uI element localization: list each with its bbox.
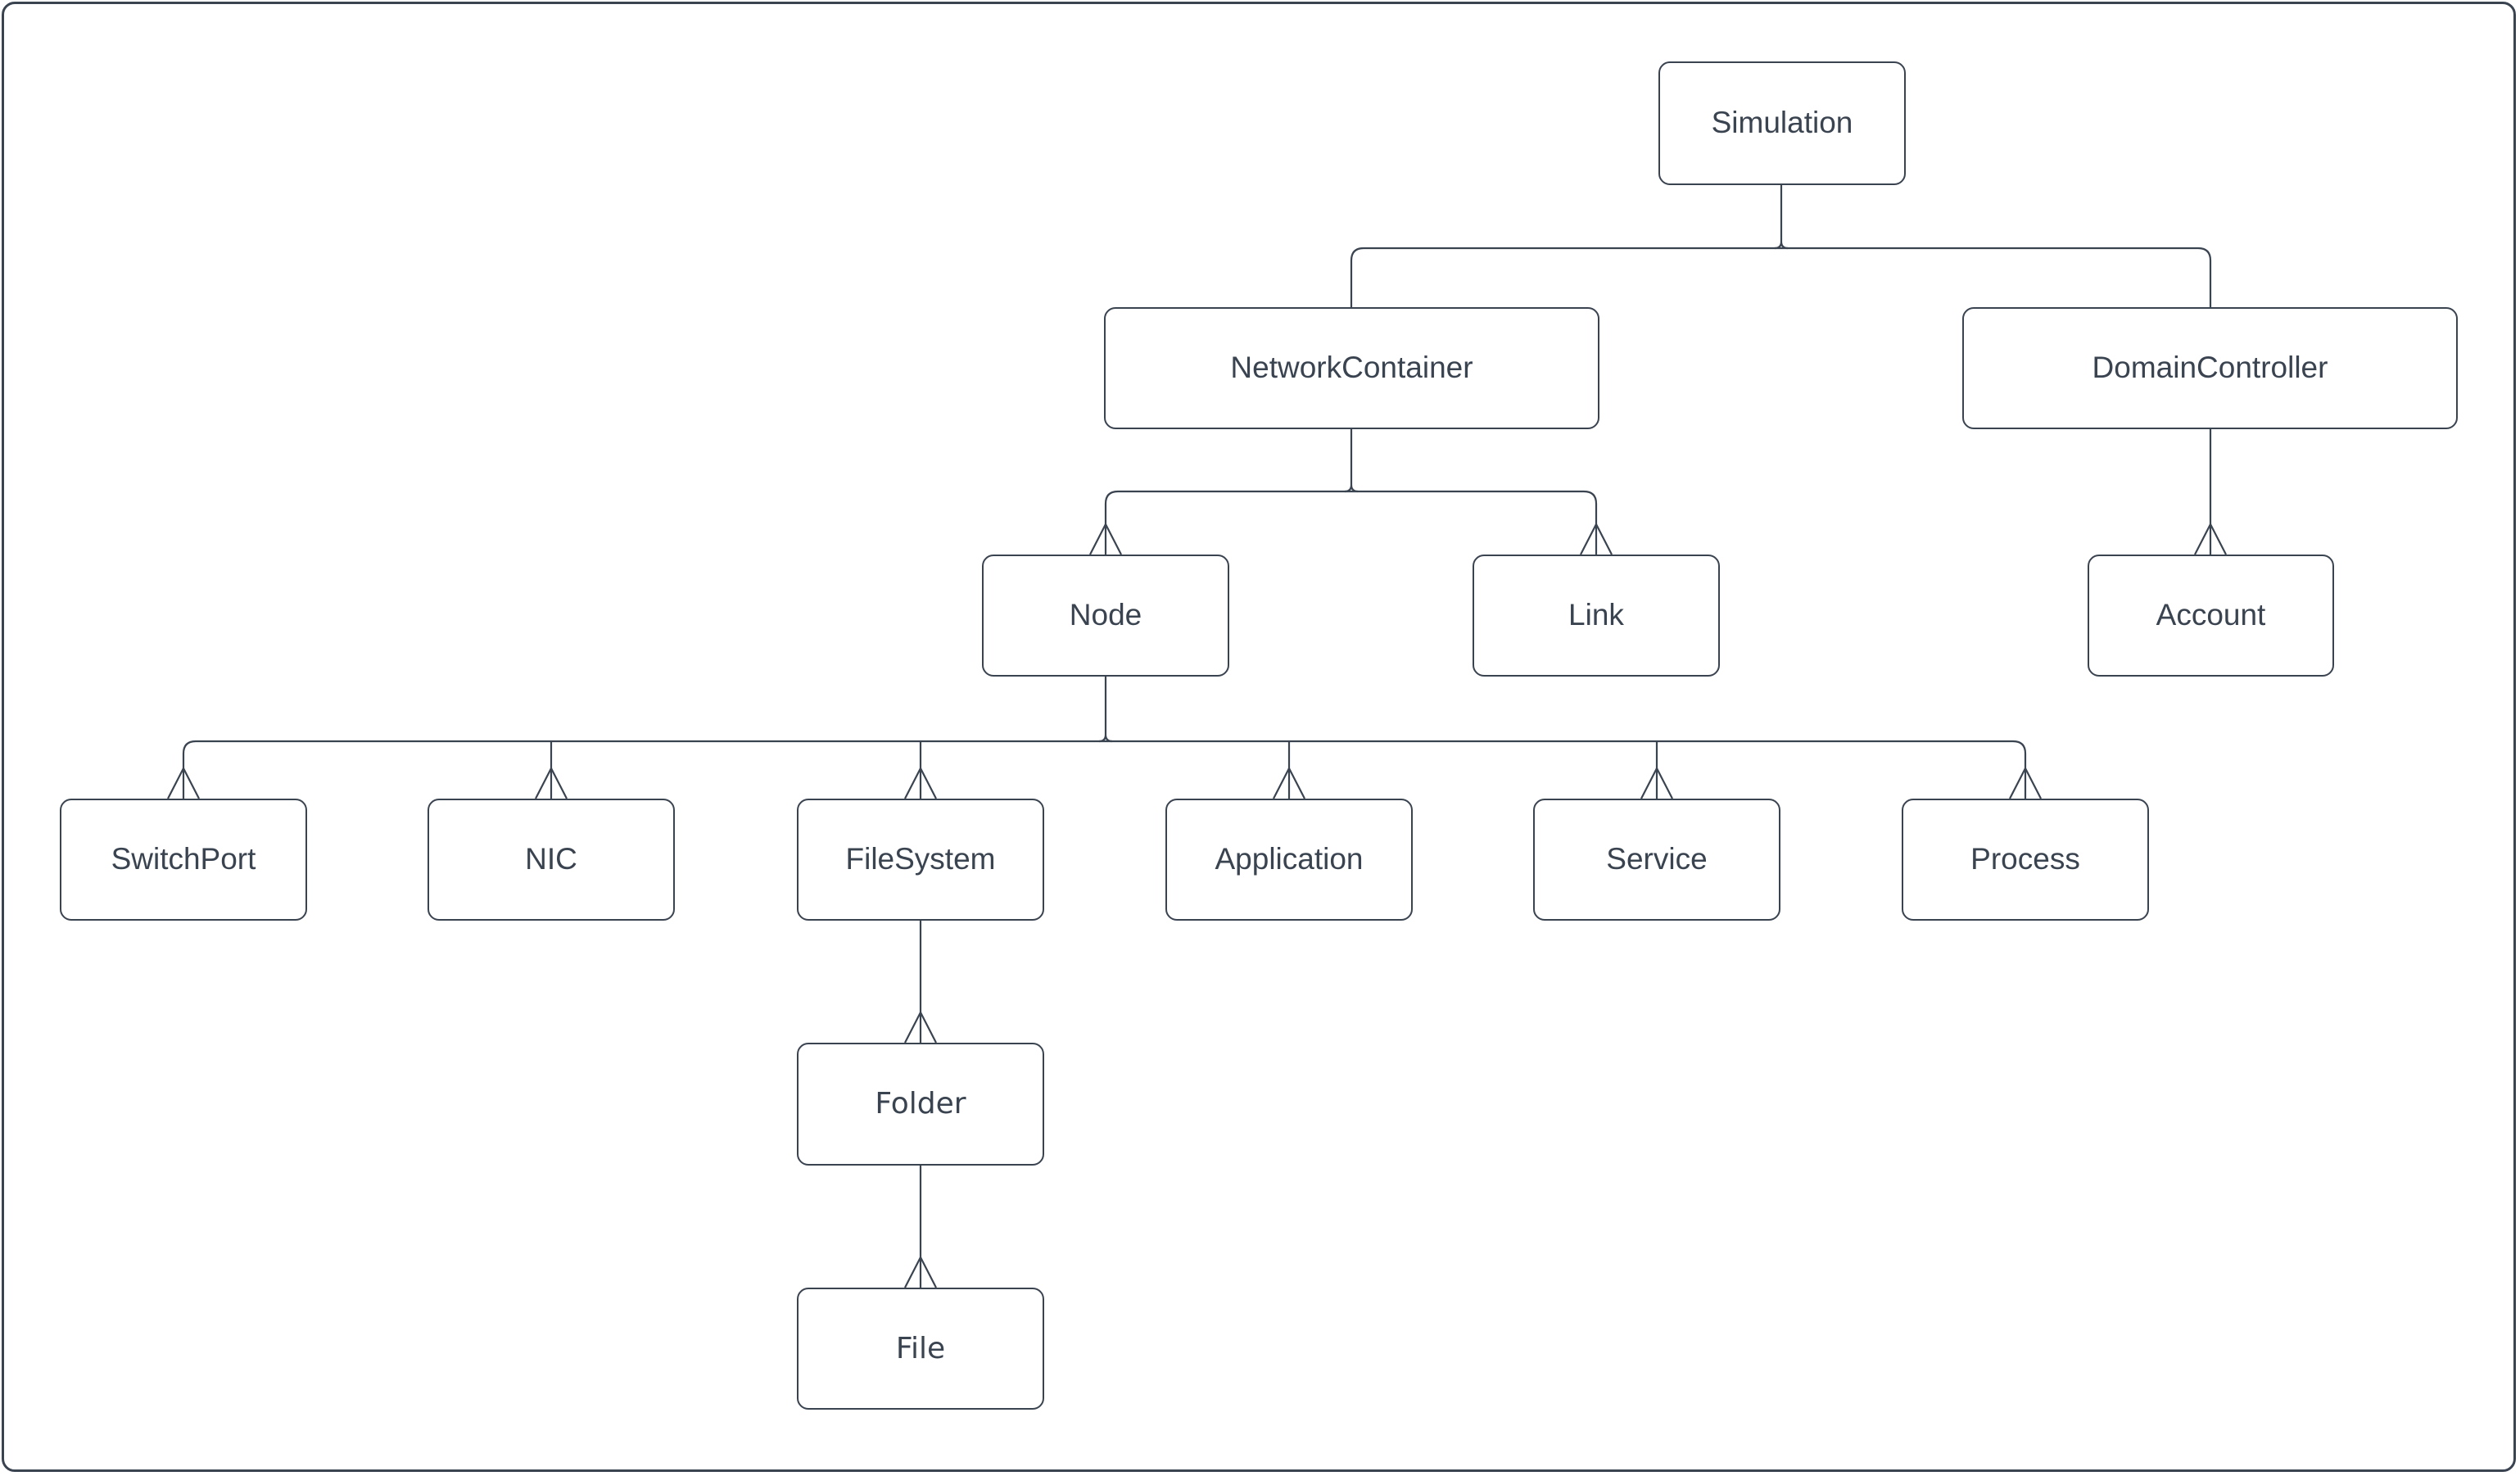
edge-group	[167, 185, 2227, 1288]
edge-node-switchport	[182, 740, 197, 799]
arrowhead-filesystem	[904, 766, 937, 799]
arrowhead-link	[1580, 522, 1613, 555]
edge-node-stem	[1098, 677, 1113, 743]
node-label-service: Service	[1606, 842, 1708, 876]
node-label-network-container: NetworkContainer	[1230, 351, 1473, 385]
diagram-node-switch-port: SwitchPort	[60, 799, 307, 921]
edge-networkcontainer-node	[1104, 490, 1119, 555]
arrowhead-process	[2009, 766, 2042, 799]
edge-networkcontainer-stem	[1344, 429, 1359, 493]
diagram-node-nic: NIC	[428, 799, 675, 921]
edge-networkcontainer-link	[1583, 490, 1598, 555]
node-label-folder: Folder	[875, 1087, 966, 1121]
arrowhead-account	[2194, 522, 2227, 555]
diagram-node-application: Application	[1165, 799, 1413, 921]
node-label-file-system: FileSystem	[845, 842, 996, 876]
node-label-account: Account	[2156, 598, 2266, 632]
node-label-node: Node	[1069, 598, 1142, 632]
arrowhead-nic	[535, 766, 568, 799]
diagram-node-process: Process	[1902, 799, 2149, 921]
arrowhead-application	[1273, 766, 1305, 799]
node-label-link: Link	[1568, 598, 1624, 632]
edge-simulation-stem	[1774, 185, 1789, 250]
node-label-domain-controller: DomainController	[2092, 351, 2328, 385]
diagram-node-account: Account	[2088, 555, 2334, 677]
node-label-simulation: Simulation	[1711, 106, 1853, 140]
node-label-process: Process	[1970, 842, 2080, 876]
node-label-switch-port: SwitchPort	[111, 842, 256, 876]
diagram-node-network-container: NetworkContainer	[1104, 307, 1599, 429]
arrowhead-node	[1089, 522, 1122, 555]
arrowhead-switchport	[167, 766, 200, 799]
node-label-file: File	[895, 1331, 946, 1365]
diagram-node-file-system: FileSystem	[797, 799, 1044, 921]
arrowhead-folder	[904, 1010, 937, 1044]
arrowhead-service	[1640, 766, 1673, 799]
edge-simulation-domaincontroller	[2197, 247, 2212, 307]
diagram-node-domain-controller: DomainController	[1962, 307, 2458, 429]
diagram-node-file: File	[797, 1288, 1044, 1410]
edge-simulation-networkcontainer	[1350, 247, 1364, 307]
node-label-application: Application	[1215, 842, 1364, 876]
diagram-node-link: Link	[1473, 555, 1720, 677]
edge-node-process	[2012, 740, 2027, 799]
arrowhead-file	[904, 1255, 937, 1288]
diagram-node-node: Node	[982, 555, 1229, 677]
diagram-node-simulation: Simulation	[1658, 61, 1906, 185]
diagram-node-folder: Folder	[797, 1043, 1044, 1166]
node-label-nic: NIC	[525, 842, 577, 876]
diagram-node-service: Service	[1533, 799, 1780, 921]
